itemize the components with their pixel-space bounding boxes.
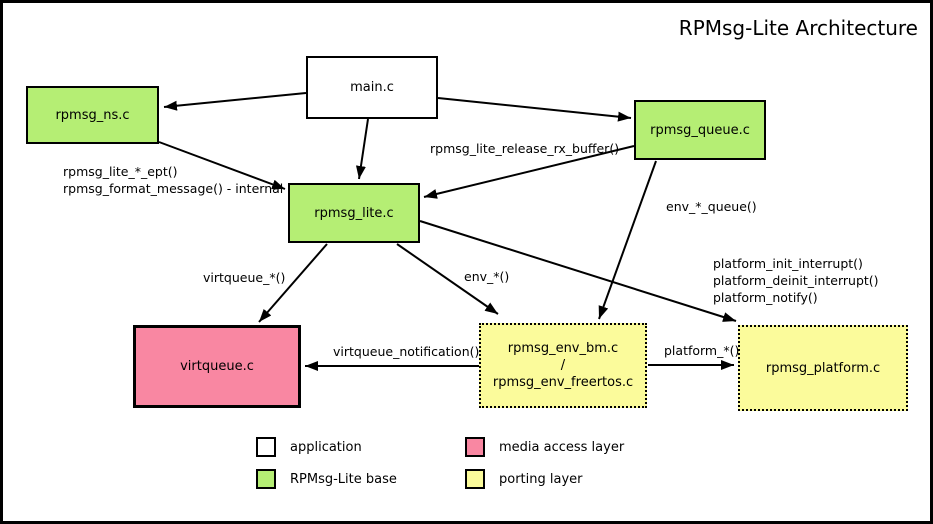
arrow-main-to-rpmsg-ns (163, 92, 307, 111)
legend-label-porting-layer: porting layer (499, 471, 583, 487)
edge-label-virtqueue-star: virtqueue_*() (203, 270, 286, 285)
legend-label-rpmsg-lite-base: RPMsg-Lite base (290, 471, 397, 487)
legend-swatch-porting-layer (465, 469, 485, 489)
legend-item-rpmsg-lite-base: RPMsg-Lite base (256, 469, 397, 489)
legend-label-application: application (290, 439, 362, 455)
node-rpmsg-env-line1: rpmsg_env_bm.c (507, 341, 619, 356)
legend-swatch-rpmsg-lite-base (256, 469, 276, 489)
legend-label-media-access-layer: media access layer (499, 439, 625, 455)
edge-label-platform-notify: platform_notify() (713, 290, 818, 305)
arrow-rpmsg-lite-to-platform (419, 220, 737, 322)
edge-label-virtqueue-notification: virtqueue_notification() (333, 344, 480, 359)
edge-label-ept-line2: rpmsg_format_message() - internal (63, 181, 284, 196)
node-rpmsg-lite-c: rpmsg_lite.c (288, 183, 420, 243)
arrow-rpmsg-ns-to-rpmsg-lite (158, 141, 286, 190)
page-title: RPMsg-Lite Architecture (678, 16, 918, 40)
edge-label-platform-init-interrupt: platform_init_interrupt() (713, 256, 863, 271)
arrow-rpmsg-lite-to-env (396, 243, 499, 315)
legend-item-media-access-layer: media access layer (465, 437, 624, 457)
edge-label-platform-star: platform_*() (664, 343, 740, 358)
node-rpmsg-platform-c: rpmsg_platform.c (738, 325, 908, 411)
legend-swatch-media-access-layer (465, 437, 485, 457)
node-rpmsg-ns-c: rpmsg_ns.c (26, 86, 159, 144)
edge-label-ept: rpmsg_lite_*_ept() rpmsg_format_message(… (63, 163, 283, 197)
node-rpmsg-queue-c: rpmsg_queue.c (634, 100, 766, 160)
node-rpmsg-env: rpmsg_env_bm.c / rpmsg_env_freertos.c (479, 323, 647, 408)
edge-label-env-queue: env_*_queue() (666, 199, 757, 214)
connector-layer (158, 92, 737, 371)
edge-label-platform-deinit-interrupt: platform_deinit_interrupt() (713, 273, 879, 288)
arrow-main-to-rpmsg-lite (355, 118, 369, 180)
edge-label-release-rx-buffer: rpmsg_lite_release_rx_buffer() (430, 141, 620, 156)
node-rpmsg-env-line3: rpmsg_env_freertos.c (492, 375, 634, 390)
node-main-c: main.c (306, 56, 438, 119)
node-virtqueue-c: virtqueue.c (133, 325, 301, 408)
arrow-main-to-rpmsg-queue (437, 97, 632, 122)
arrow-rpmsg-queue-to-env (598, 160, 657, 320)
legend-item-application: application (256, 437, 362, 457)
arrow-rpmsg-lite-to-virtqueue (258, 243, 328, 323)
legend-swatch-application (256, 437, 276, 457)
edge-label-ept-line1: rpmsg_lite_*_ept() (63, 164, 178, 179)
node-rpmsg-env-line2: / (560, 358, 566, 373)
arrow-rpmsg-queue-to-rpmsg-lite (423, 145, 635, 199)
edge-label-platform-functions: platform_init_interrupt() platform_deini… (713, 255, 879, 306)
edge-label-env-star: env_*() (464, 269, 510, 284)
legend-item-porting-layer: porting layer (465, 469, 583, 489)
